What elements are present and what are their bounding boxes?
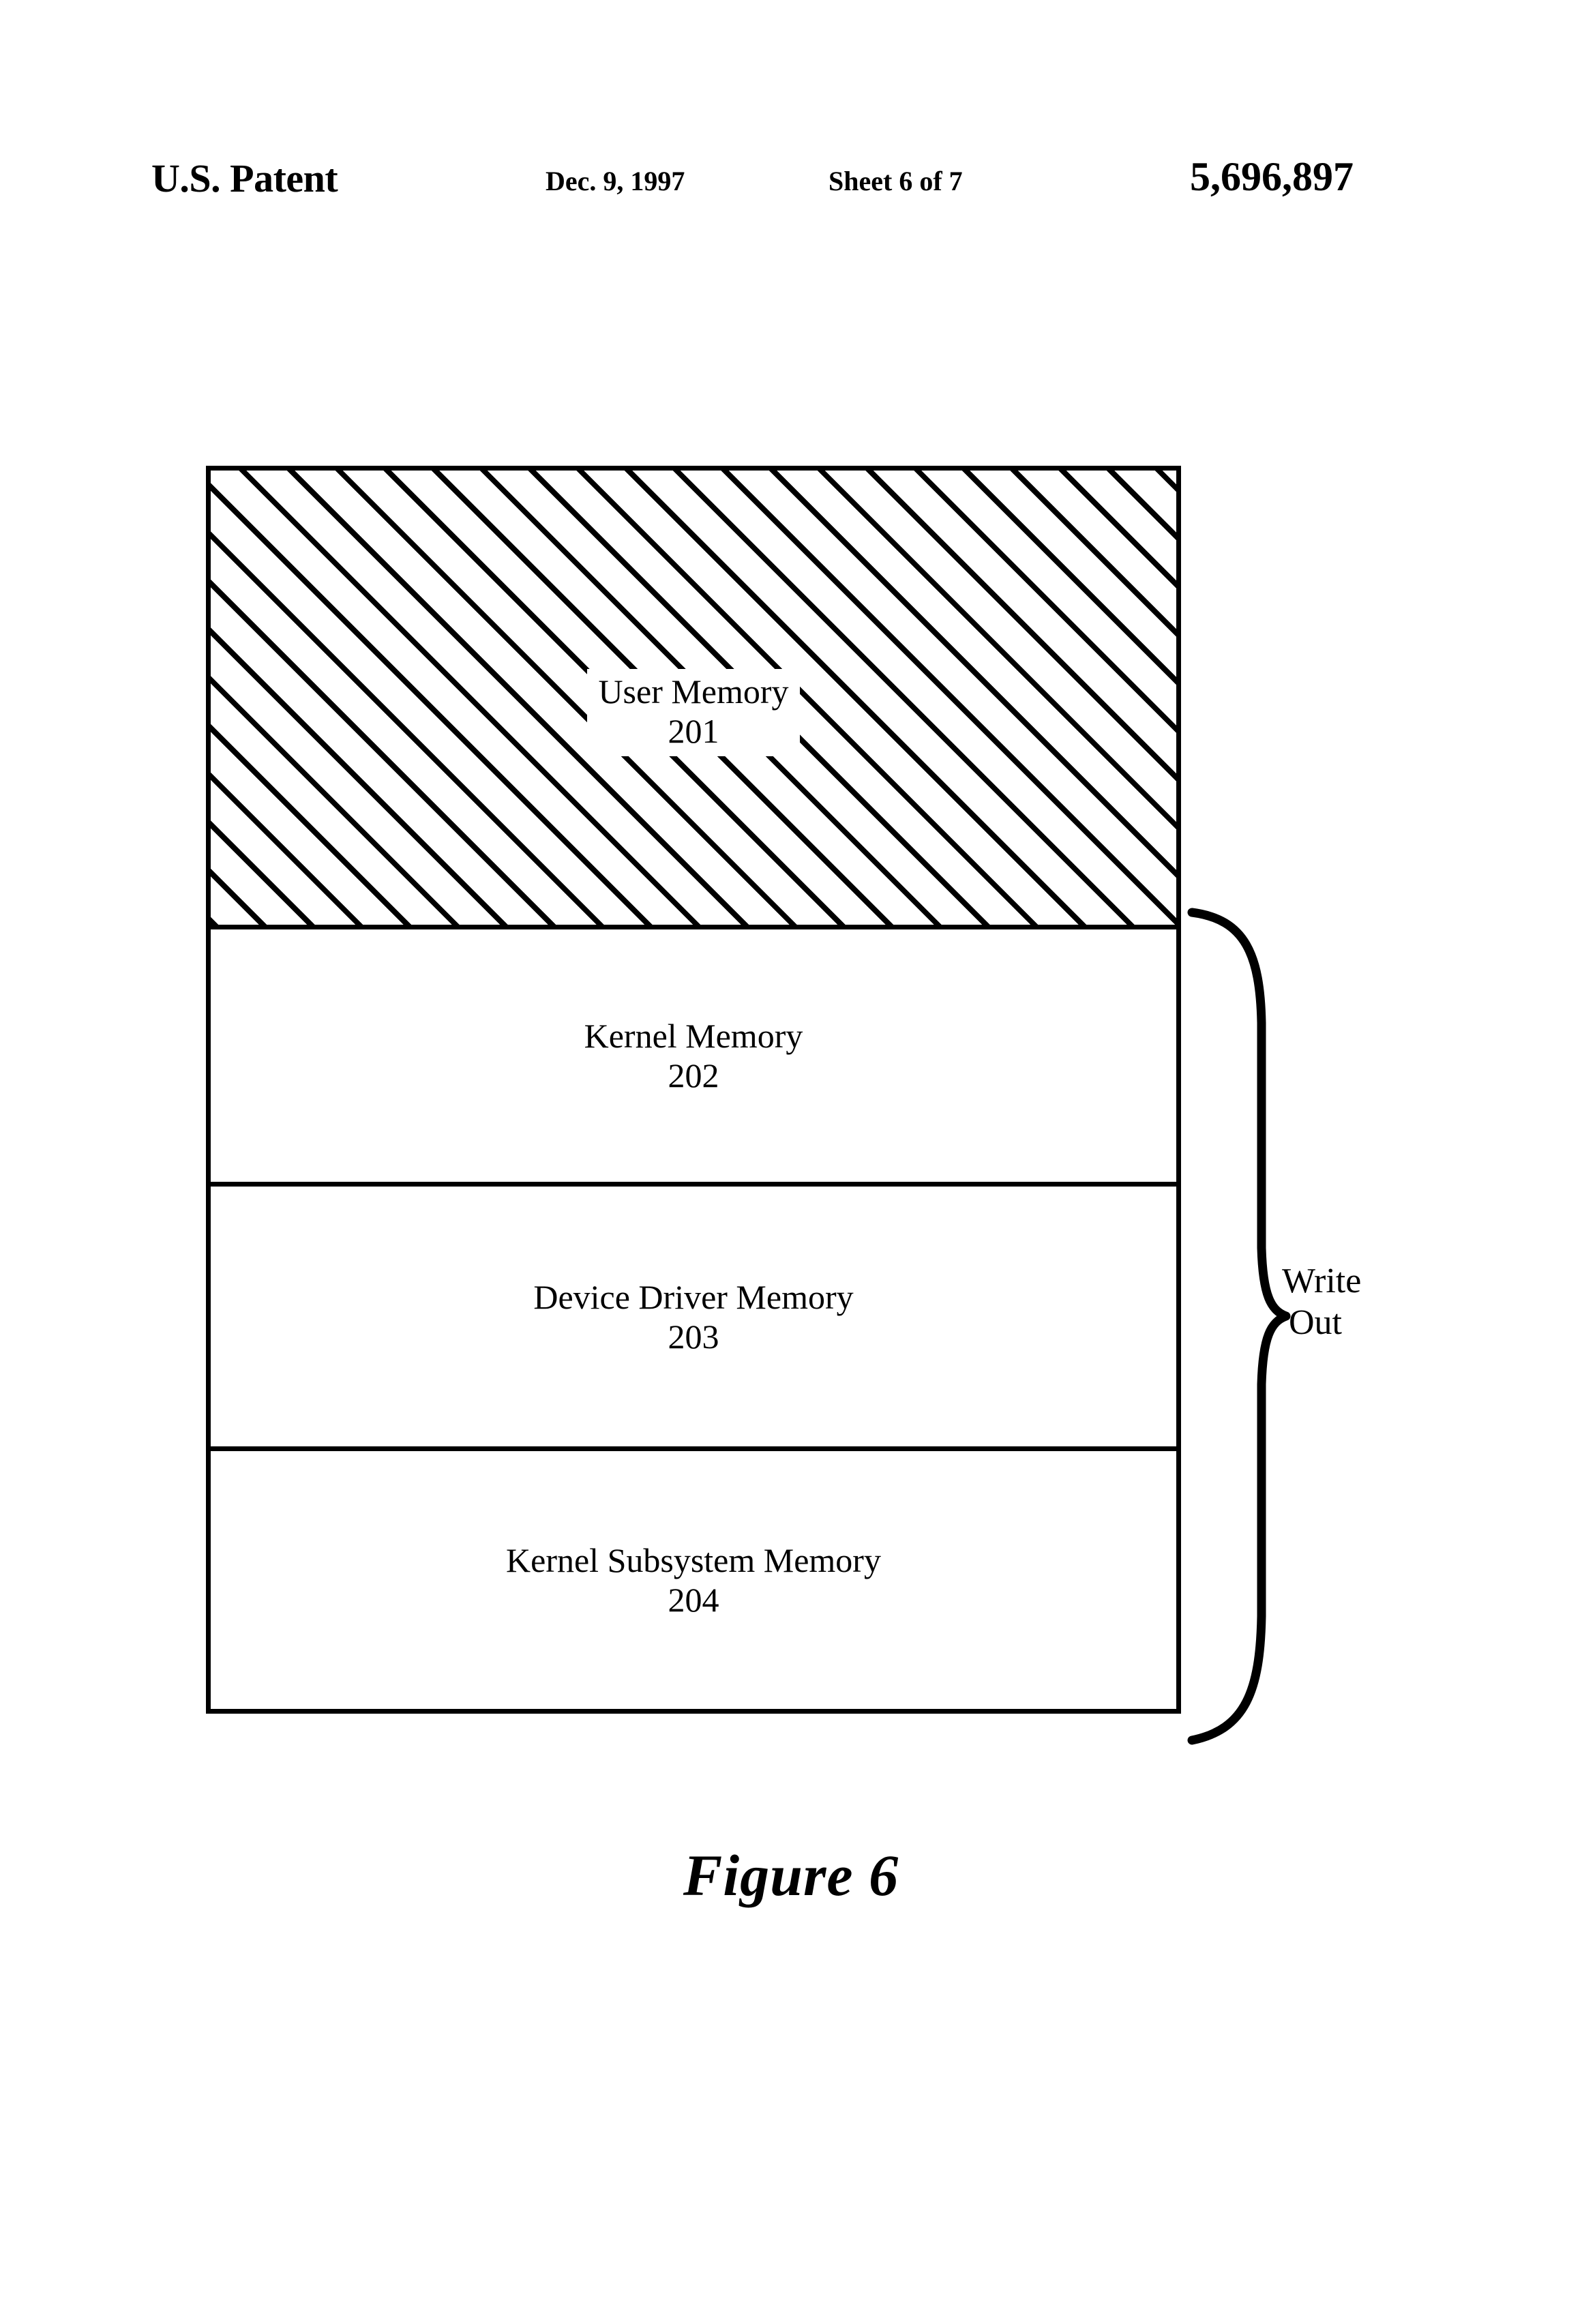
memory-block-ref: 204: [668, 1581, 719, 1619]
memory-block-label: Kernel Subsystem Memory 204: [506, 1540, 881, 1620]
write-out-line-2: Out: [1289, 1303, 1342, 1343]
memory-block-label: User Memory 201: [587, 669, 800, 756]
patent-date: Dec. 9, 1997: [546, 166, 685, 196]
memory-block-ref: 201: [668, 712, 719, 750]
sheet-number: Sheet 6 of 7: [829, 166, 963, 196]
memory-block-label: Device Driver Memory 203: [533, 1277, 853, 1356]
memory-block-label: Kernel Memory 202: [584, 1016, 803, 1095]
memory-layout-stack: User Memory 201 Kernel Memory 202 Device…: [206, 466, 1181, 1714]
memory-block-kernel-subsystem-memory: Kernel Subsystem Memory 204: [211, 1451, 1176, 1709]
patent-number: 5,696,897: [1190, 154, 1354, 199]
write-out-annotation: Write Out: [1282, 1260, 1459, 1344]
memory-block-device-driver-memory: Device Driver Memory 203: [211, 1187, 1176, 1451]
memory-block-ref: 203: [668, 1317, 719, 1356]
figure-caption: Figure 6: [683, 1843, 899, 1908]
patent-header: U.S. Patent Dec. 9, 1997 Sheet 6 of 7 5,…: [0, 154, 1582, 210]
patent-office-title: U.S. Patent: [151, 156, 338, 200]
memory-block-ref: 202: [668, 1056, 719, 1094]
memory-block-name: Device Driver Memory: [533, 1277, 854, 1316]
write-out-brace: [1177, 907, 1307, 1746]
write-out-line-1: Write: [1282, 1262, 1362, 1300]
memory-block-name: Kernel Memory: [584, 1017, 803, 1055]
memory-block-user-memory: User Memory 201: [211, 471, 1176, 929]
curly-brace-icon: [1187, 908, 1291, 1745]
memory-block-name: Kernel Subsystem Memory: [506, 1541, 881, 1579]
memory-block-name: User Memory: [598, 672, 789, 711]
memory-block-kernel-memory: Kernel Memory 202: [211, 929, 1176, 1187]
